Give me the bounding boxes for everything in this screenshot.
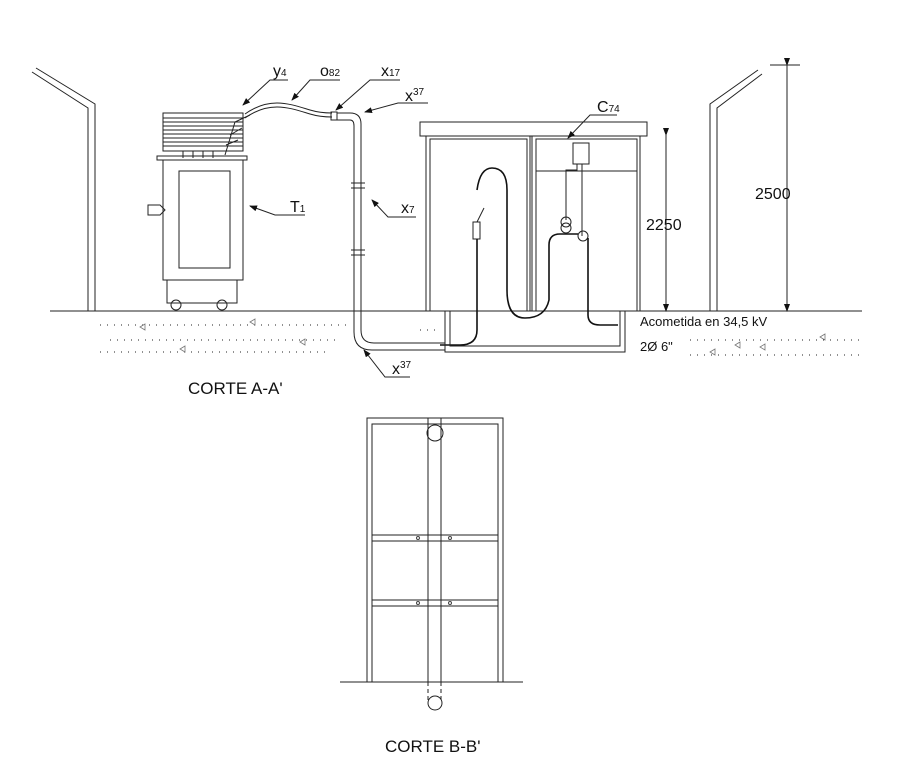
label-x7: x7 bbox=[401, 200, 415, 217]
section-b-b: CORTE B-B' bbox=[340, 417, 523, 756]
section-a-title: CORTE A-A' bbox=[188, 379, 283, 398]
label-o82: o82 bbox=[320, 63, 340, 80]
dimension-2500-label: 2500 bbox=[755, 186, 791, 203]
dimension-2250-label: 2250 bbox=[646, 217, 682, 234]
vertical-pipe bbox=[427, 418, 442, 682]
dimension-2500: 2500 bbox=[755, 58, 800, 312]
label-x17: x17 bbox=[381, 63, 401, 80]
pipe-section-bottom bbox=[427, 695, 443, 711]
meter-box bbox=[572, 142, 590, 165]
conduit-riser bbox=[337, 112, 362, 320]
note-ducts: 2Ø 6" bbox=[640, 339, 673, 354]
section-b-title: CORTE B-B' bbox=[385, 737, 481, 756]
section-a-a: 2500 2250 bbox=[31, 58, 862, 398]
frame bbox=[366, 417, 504, 682]
terminal bbox=[330, 111, 338, 121]
transformer bbox=[147, 112, 251, 311]
leaders bbox=[242, 79, 617, 378]
label-y4: y4 bbox=[273, 63, 287, 80]
label-t1: T1 bbox=[290, 199, 306, 216]
soil-hatch bbox=[100, 318, 860, 356]
label-x37-bottom: x37 bbox=[392, 360, 412, 378]
lamp-post-right bbox=[709, 69, 763, 311]
note-acometida: Acometida en 34,5 kV bbox=[640, 314, 768, 329]
conduit-elbow bbox=[353, 318, 445, 351]
cross-bands bbox=[372, 534, 498, 607]
pipe-section-top bbox=[426, 424, 444, 442]
cable bbox=[244, 106, 333, 119]
bushing bbox=[224, 114, 251, 156]
label-c74: C74 bbox=[597, 99, 620, 116]
lamp-post-left bbox=[31, 67, 96, 311]
label-x37-top: x37 bbox=[405, 87, 425, 105]
dimension-2250: 2250 bbox=[646, 128, 682, 312]
switchgear-cabinet bbox=[419, 121, 648, 353]
bolts bbox=[416, 536, 452, 605]
